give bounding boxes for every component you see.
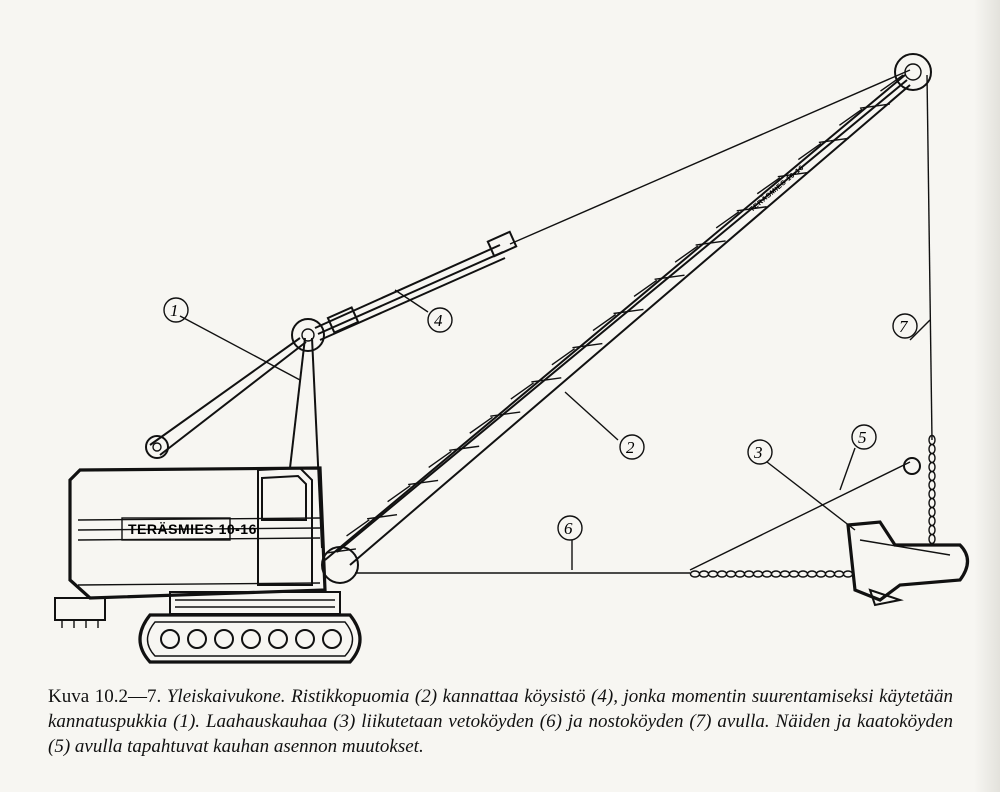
caption-text: Yleiskaivukone. Ristikkopuomia (2) kanna… <box>48 686 954 757</box>
chain-link <box>928 470 936 482</box>
chain-link <box>734 570 746 578</box>
callout-label-5: 5 <box>858 428 867 447</box>
lattice-strut <box>613 308 644 315</box>
lattice-strut <box>346 519 370 537</box>
lattice-strut <box>510 382 534 400</box>
dump-rope <box>689 457 921 571</box>
callout-label-4: 4 <box>434 311 443 330</box>
lattice-strut <box>818 137 849 144</box>
chain-link <box>928 461 936 473</box>
chain-link <box>770 570 782 578</box>
chain-link <box>689 570 701 578</box>
lattice-strut <box>838 108 863 126</box>
leader-lines <box>179 289 931 570</box>
track-wheel <box>214 629 234 649</box>
track-wheel <box>295 629 315 649</box>
chain-link <box>928 443 936 455</box>
lattice-strut <box>695 240 726 246</box>
lattice-strut <box>449 445 480 452</box>
drag-rope <box>355 570 854 578</box>
chain-link <box>743 570 755 578</box>
track-wheel <box>268 629 288 649</box>
lattice-boom: TERÄSMIES 10-16 <box>321 53 932 584</box>
lattice-strut <box>366 513 398 520</box>
callout-7: 7 <box>892 313 918 339</box>
lattice-strut <box>859 103 890 109</box>
brand-plate: TERÄSMIES 10-16 <box>121 517 257 541</box>
callout-label-7: 7 <box>899 317 909 336</box>
chain-link <box>725 570 737 578</box>
callout-label-6: 6 <box>564 519 573 538</box>
dragline-excavator-illustration: TERÄSMIES 10-16 TERÄSMIES 10-16 <box>54 53 970 664</box>
caption-figure-number: Kuva 10.2—7. <box>48 686 162 707</box>
lattice-strut <box>797 142 822 161</box>
hoist-rope <box>926 74 936 545</box>
chain-link <box>928 497 936 509</box>
lattice-strut <box>469 416 493 434</box>
chain-link <box>833 570 845 578</box>
callout-6: 6 <box>557 515 583 541</box>
lattice-strut <box>715 211 740 229</box>
lattice-strut <box>572 342 603 349</box>
lattice-strut <box>880 74 904 92</box>
callout-5: 5 <box>851 424 877 450</box>
chain-link <box>928 479 936 491</box>
lattice-strut <box>736 206 767 212</box>
lattice-strut <box>408 479 439 486</box>
chain-link <box>928 524 936 536</box>
lattice-strut <box>592 313 617 332</box>
chain-link <box>698 570 710 578</box>
support-gantry <box>145 318 325 549</box>
chain-link <box>928 506 936 518</box>
chain-link <box>788 570 800 578</box>
callout-label-2: 2 <box>626 438 635 457</box>
figure-caption: Kuva 10.2—7. Yleiskaivukone. Ristikkopuo… <box>48 684 953 759</box>
lattice-strut <box>551 348 576 366</box>
chain-link <box>716 570 728 578</box>
chain-link <box>928 515 936 527</box>
callout-label-1: 1 <box>170 301 179 320</box>
lattice-strut <box>428 450 452 469</box>
lattice-strut <box>654 274 685 280</box>
callout-4: 4 <box>427 307 453 333</box>
brand-label: TERÄSMIES 10-16 <box>128 521 257 537</box>
chain-link <box>928 488 936 500</box>
lattice-strut <box>777 171 808 178</box>
chain-link <box>824 570 836 578</box>
boom-suspension-ropes <box>314 69 911 341</box>
chain-link <box>797 570 809 578</box>
machine-house <box>54 466 327 628</box>
chain-link <box>779 570 791 578</box>
lattice-strut <box>387 485 411 503</box>
callout-3: 3 <box>747 439 773 465</box>
track-wheel <box>241 629 261 649</box>
boom-label: TERÄSMIES 10-16 <box>748 164 805 214</box>
chain-link <box>806 570 818 578</box>
page-edge-shadow <box>974 0 1000 792</box>
callout-2: 2 <box>619 434 645 460</box>
track-wheel <box>160 629 180 649</box>
callout-label-3: 3 <box>753 443 763 462</box>
lattice-strut <box>756 177 781 195</box>
chain-link <box>761 570 773 578</box>
drag-bucket <box>846 520 970 607</box>
track-wheel <box>322 629 342 649</box>
callout-1: 1 <box>163 297 189 323</box>
track-wheel <box>187 629 207 649</box>
crawler-track <box>138 613 362 664</box>
chain-link <box>815 570 827 578</box>
lattice-strut <box>633 279 658 297</box>
chain-link <box>842 570 854 578</box>
chain-link <box>707 570 719 578</box>
lattice-strut <box>531 377 562 383</box>
chain-link <box>928 452 936 464</box>
chain-link <box>928 533 936 545</box>
chain-link <box>752 570 764 578</box>
lattice-strut <box>490 411 521 417</box>
lattice-strut <box>674 245 699 263</box>
